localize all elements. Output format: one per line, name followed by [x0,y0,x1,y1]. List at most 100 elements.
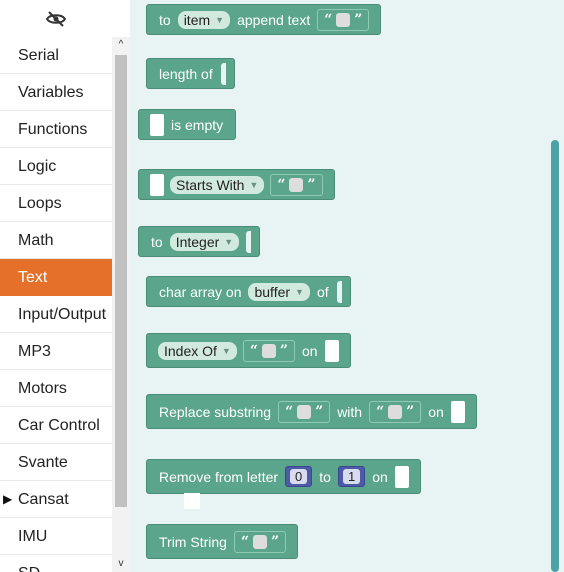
close-quote-icon: ” [279,342,288,359]
open-quote-icon: “ [277,176,286,193]
is-empty-block[interactable]: is empty [138,109,237,140]
text-field[interactable] [253,534,267,549]
text-field[interactable] [261,343,276,358]
block-text: Remove from letter [159,468,279,485]
append-text-block[interactable]: to item ▼ append text “” [146,4,382,35]
category-label: IMU [18,528,48,545]
category-item[interactable]: Logic [0,148,112,185]
expand-arrow-icon: ▶ [3,492,13,506]
category-item[interactable]: Input/Output [0,296,112,333]
block-text: on [428,403,444,420]
dropdown-value: Starts With [176,176,245,193]
index-of-block[interactable]: Index Of▼ “” on [146,333,351,368]
variable-dropdown[interactable]: item ▼ [177,10,231,29]
block-text: with [337,403,363,420]
string-literal[interactable]: “” [270,173,323,196]
open-quote-icon: “ [285,403,294,420]
category-item[interactable]: Motors [0,370,112,407]
input-notch [336,280,342,303]
text-field[interactable] [336,12,351,27]
category-label: Cansat [18,491,69,508]
next-statement-connector [184,493,200,509]
caret-down-icon: ▼ [221,345,231,356]
category-label: Car Control [18,417,100,434]
number-block[interactable]: 1 [337,466,366,487]
block-text: of [316,283,329,300]
category-label: Variables [18,84,84,101]
block-text: length of [159,65,213,82]
trim-string-block[interactable]: Trim String “” [146,524,299,559]
workspace-scrollbar[interactable] [551,140,559,572]
type-dropdown[interactable]: Integer▼ [169,232,240,251]
category-label: Logic [18,158,57,175]
category-label: Svante [18,454,68,471]
string-literal[interactable]: “” [233,530,287,553]
category-item[interactable]: MP3 [0,333,112,370]
dropdown-value: Index Of [164,342,217,359]
replace-substring-block[interactable]: Replace substring “” with “” on [146,394,477,429]
block-text: on [372,468,388,485]
string-literal[interactable]: “” [278,400,331,423]
category-item[interactable]: SD [0,555,112,572]
number-value[interactable]: 0 [290,469,308,484]
input-socket[interactable] [150,113,164,136]
dropdown-value: Integer [175,233,220,250]
category-label: MP3 [18,343,51,360]
eye-off-icon [46,10,66,27]
string-literal[interactable]: “” [369,400,422,423]
input-socket[interactable] [324,339,339,362]
category-item[interactable]: Car Control [0,407,112,444]
open-quote-icon: “ [240,533,249,550]
category-label: SD [18,565,40,572]
close-quote-icon: ” [307,176,316,193]
close-quote-icon: ” [406,403,415,420]
text-field[interactable] [388,404,403,419]
block-text: Replace substring [159,403,272,420]
to-integer-block[interactable]: to Integer▼ [138,226,261,257]
scroll-down-icon[interactable]: v [118,558,124,569]
remove-from-letter-block[interactable]: Remove from letter 0 to 1 on [146,459,421,494]
category-item[interactable]: Svante [0,444,112,481]
category-item[interactable]: IMU [0,518,112,555]
text-field[interactable] [297,404,312,419]
input-notch [246,230,252,253]
text-field[interactable] [289,177,304,192]
category-item[interactable]: Variables [0,74,112,111]
block-text: to [151,233,163,250]
scroll-up-icon[interactable]: ^ [118,39,124,50]
category-item[interactable]: Functions [0,111,112,148]
string-literal[interactable]: “” [317,8,370,31]
open-quote-icon: “ [324,11,333,28]
open-quote-icon: “ [249,342,258,359]
block-text: on [301,342,318,359]
mode-dropdown[interactable]: Index Of ▼ [158,341,237,360]
string-literal[interactable]: “” [242,339,295,362]
category-label: Functions [18,121,88,138]
category-item[interactable]: ▶ Cansat [0,481,112,518]
workspace[interactable]: to item▼ append text “” length of is emp… [130,0,564,572]
category-label: Motors [18,380,67,397]
category-item[interactable]: Text [0,259,112,296]
length-of-block[interactable]: length of [146,58,235,89]
char-array-block[interactable]: char array on buffer▼ of [146,276,351,307]
category-item[interactable]: Serial [0,37,112,74]
input-socket[interactable] [450,400,465,423]
hide-toolbox-toggle[interactable] [0,0,112,37]
mode-dropdown[interactable]: Starts With▼ [170,175,265,194]
toolbox-scroll-thumb[interactable] [115,55,127,507]
caret-down-icon: ▼ [215,14,225,25]
number-block[interactable]: 0 [285,466,313,487]
starts-with-block[interactable]: Starts With▼ “” [138,169,335,200]
toolbox-scrollbar[interactable]: ^ v [112,37,130,572]
block-text: to [159,11,171,28]
input-socket[interactable] [394,465,409,488]
input-socket[interactable] [150,173,164,196]
variable-dropdown[interactable]: buffer▼ [248,282,310,301]
category-item[interactable]: Math [0,222,112,259]
block-text: append text [237,11,311,28]
dropdown-value: item [183,11,211,28]
category-item[interactable]: Loops [0,185,112,222]
number-value[interactable]: 1 [342,469,361,484]
